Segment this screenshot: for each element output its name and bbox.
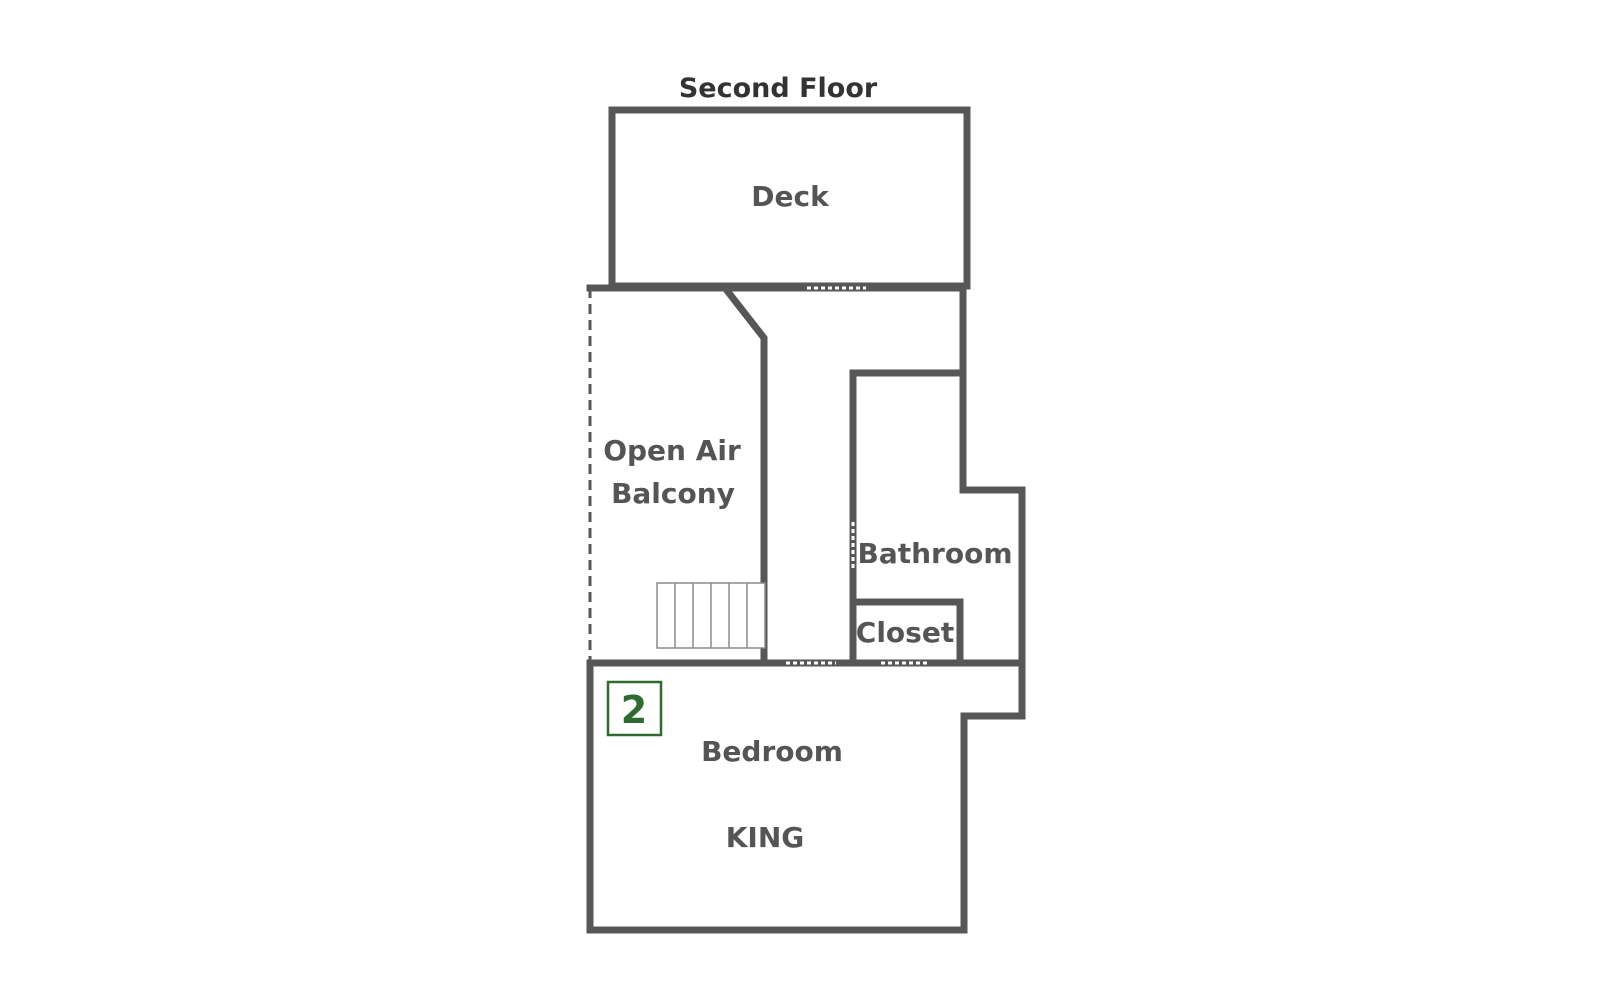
bedroom-walls <box>586 659 1026 934</box>
floor-title: Second Floor <box>679 73 878 104</box>
closet-label: Closet <box>856 616 954 649</box>
bed-size-label: KING <box>726 821 805 854</box>
deck-label: Deck <box>751 180 830 213</box>
bedroom-number: 2 <box>621 688 647 732</box>
balcony-divider <box>720 283 768 667</box>
bathroom-label: Bathroom <box>857 537 1012 570</box>
balcony-label-line2: Balcony <box>611 477 735 510</box>
balcony-label-line1: Open Air <box>603 434 741 467</box>
bedroom-number-badge <box>606 680 663 737</box>
closet-walls <box>849 598 964 667</box>
bedroom-label: Bedroom <box>701 735 843 768</box>
middle-walls <box>586 284 1026 667</box>
stairs <box>656 582 766 649</box>
